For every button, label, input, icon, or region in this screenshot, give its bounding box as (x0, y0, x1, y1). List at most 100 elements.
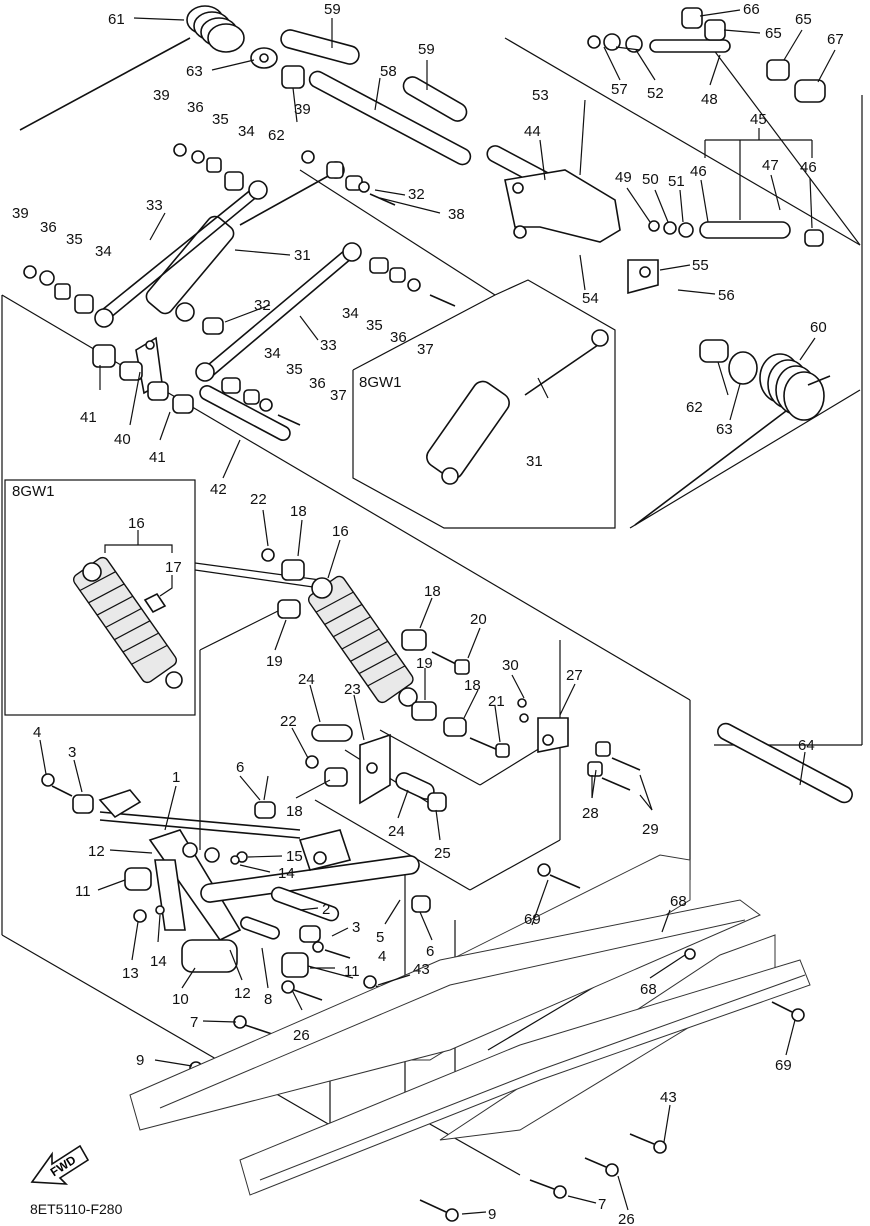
callout-46b: 46 (800, 159, 817, 176)
callout-59a: 59 (324, 1, 341, 18)
callout-34d: 34 (264, 345, 281, 362)
callout-16a: 16 (128, 515, 145, 532)
inset-label-1: 8GW1 (359, 374, 402, 391)
callout-48: 48 (701, 91, 718, 108)
callout-17: 17 (165, 559, 182, 576)
callout-7b: 7 (598, 1196, 606, 1213)
callout-18a: 18 (290, 503, 307, 520)
bushings-top (250, 7, 826, 385)
callout-42: 42 (210, 481, 227, 498)
callout-9a: 9 (136, 1052, 144, 1069)
callout-64: 64 (798, 737, 815, 754)
callout-37b: 37 (330, 387, 347, 404)
callout-18b: 18 (424, 583, 441, 600)
callout-41b: 41 (149, 449, 166, 466)
callout-22a: 22 (250, 491, 267, 508)
callout-45: 45 (750, 111, 767, 128)
callout-18d: 18 (286, 803, 303, 820)
callout-11a: 11 (75, 883, 91, 900)
callout-60: 60 (810, 319, 827, 336)
callout-1: 1 (172, 769, 180, 786)
callout-6b: 6 (426, 943, 434, 960)
callout-28: 28 (582, 805, 599, 822)
inset-box-spring-shock: 8GW1 (4, 479, 196, 716)
callout-3a: 3 (68, 744, 76, 761)
callout-61: 61 (108, 11, 125, 28)
callout-31a: 31 (294, 247, 311, 264)
callout-66: 66 (743, 1, 760, 18)
callout-46a: 46 (690, 163, 707, 180)
callout-40: 40 (114, 431, 131, 448)
callout-59b: 59 (418, 41, 435, 58)
callout-23: 23 (344, 681, 361, 698)
callout-35d: 35 (286, 361, 303, 378)
callout-14a: 14 (278, 865, 295, 882)
callout-34b: 34 (95, 243, 112, 260)
callout-4b: 4 (378, 948, 386, 965)
shock-absorber-31-inset (426, 329, 609, 485)
rear-arm-2 (200, 829, 420, 940)
callout-31b: 31 (526, 453, 543, 470)
callout-12a: 12 (88, 843, 105, 860)
hardware-upper-left (23, 143, 396, 314)
callout-69b: 69 (775, 1057, 792, 1074)
callout-50: 50 (642, 171, 659, 188)
callout-6a: 6 (236, 759, 244, 776)
callout-54: 54 (582, 290, 599, 307)
links-33 (94, 180, 362, 382)
callout-63b: 63 (716, 421, 733, 438)
callout-leaders (39, 9, 836, 1215)
callout-65a: 65 (765, 25, 782, 42)
callout-33b: 33 (320, 337, 337, 354)
callout-11b: 11 (344, 963, 360, 980)
callout-68b: 68 (640, 981, 657, 998)
hardware-shock (261, 548, 510, 758)
callout-7a: 7 (190, 1014, 198, 1031)
torsion-spring-61 (19, 5, 245, 131)
callout-43b: 43 (660, 1089, 677, 1106)
arm-40 (92, 336, 194, 414)
callout-34a: 34 (238, 123, 255, 140)
bushings-lower (41, 773, 431, 978)
callout-39c: 39 (12, 205, 29, 222)
callout-21: 21 (488, 693, 505, 710)
callout-49: 49 (615, 169, 632, 186)
callout-27: 27 (566, 667, 583, 684)
callout-62b: 62 (686, 399, 703, 416)
callout-4a: 4 (33, 724, 41, 741)
callout-36a: 36 (187, 99, 204, 116)
callout-65b: 65 (795, 11, 812, 28)
callout-24b: 24 (388, 823, 405, 840)
callout-51: 51 (668, 173, 685, 190)
callout-25: 25 (434, 845, 451, 862)
callout-47: 47 (762, 157, 779, 174)
plate-55 (627, 259, 659, 295)
callout-67: 67 (827, 31, 844, 48)
shock-absorber-16 (307, 575, 418, 707)
callout-8: 8 (264, 991, 272, 1008)
callout-55: 55 (692, 257, 709, 274)
callout-13: 13 (122, 965, 139, 982)
callout-43a: 43 (413, 961, 430, 978)
callout-18c: 18 (464, 677, 481, 694)
callout-35c: 35 (366, 317, 383, 334)
callout-37a: 37 (417, 341, 434, 358)
callout-19b: 19 (416, 655, 433, 672)
torsion-spring-60 (634, 353, 831, 526)
diagram-code: 8ET5110-F280 (30, 1201, 123, 1217)
callout-9b: 9 (488, 1206, 496, 1223)
callout-36b: 36 (40, 219, 57, 236)
inset-box-shock-lower: 8GW1 (352, 279, 616, 529)
callout-52: 52 (647, 85, 664, 102)
callout-16b: 16 (332, 523, 349, 540)
callout-39a: 39 (153, 87, 170, 104)
callout-32a: 32 (408, 186, 425, 203)
upper-shafts (199, 29, 853, 804)
callout-63a: 63 (186, 63, 203, 80)
callout-68a: 68 (670, 893, 687, 910)
callout-69a: 69 (524, 911, 541, 928)
callout-34c: 34 (342, 305, 359, 322)
callout-35b: 35 (66, 231, 83, 248)
callout-5: 5 (376, 929, 384, 946)
